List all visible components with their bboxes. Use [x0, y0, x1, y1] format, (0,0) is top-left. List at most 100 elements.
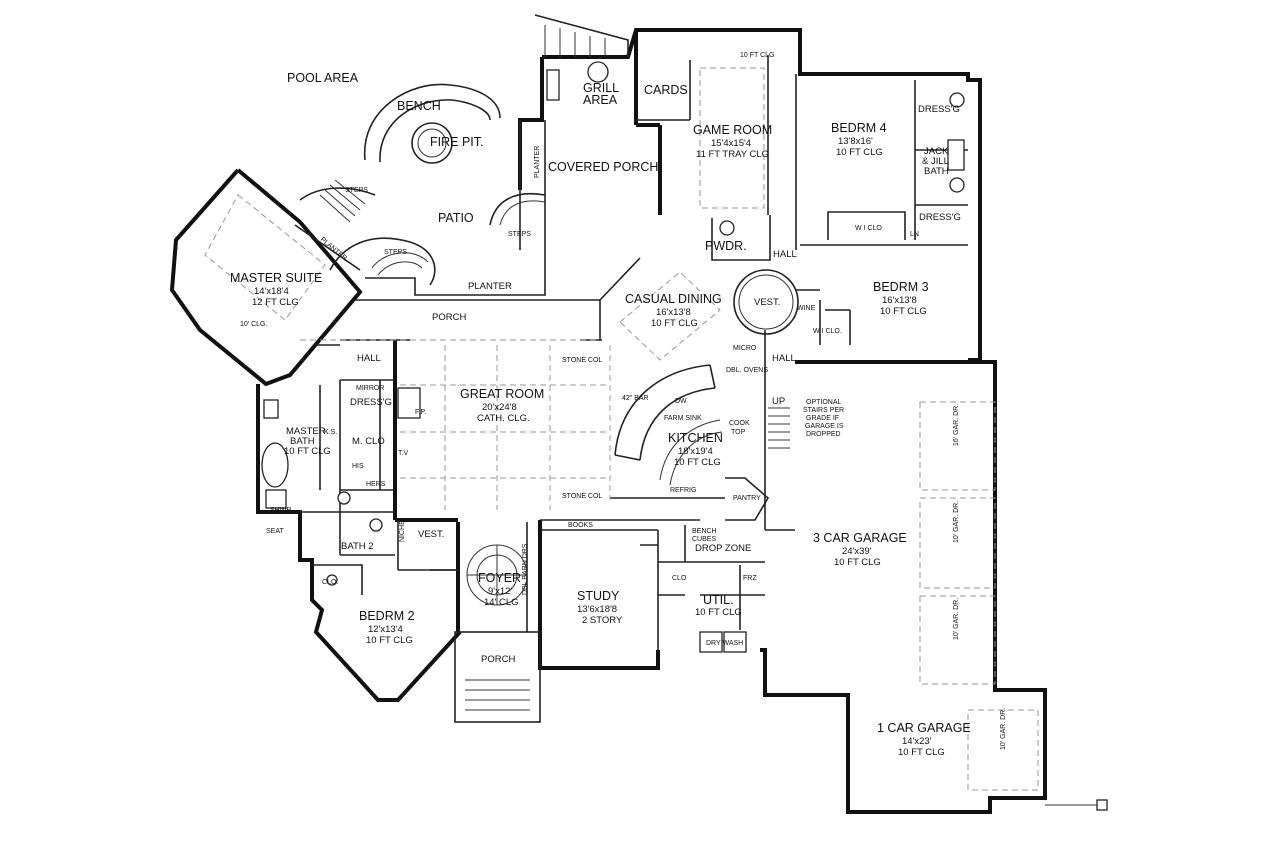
label-master-suite-dim: 14'x18'4 — [254, 286, 289, 297]
interior-walls — [300, 55, 968, 650]
patio-area — [294, 14, 629, 340]
label-books: BOOKS — [568, 522, 593, 529]
label-casual-dining-dim: 16'x13'8 — [656, 307, 691, 318]
label-optional-stairs-3: GRADE IF — [806, 415, 839, 422]
label-refrig: REFRIG — [670, 487, 696, 494]
label-bedrm3-dim: 16'x13'8 — [882, 295, 917, 306]
label-pantry: PANTRY — [733, 495, 761, 502]
label-kitchen: KITCHEN — [668, 431, 723, 445]
label-bedrm2: BEDRM 2 — [359, 609, 415, 623]
label-master-suite: MASTER SUITE — [230, 271, 322, 285]
label-bedrm2-clg: 10 FT CLG — [366, 635, 413, 646]
label-jill: & JILL — [922, 156, 949, 167]
label-bench-cubes-1: BENCH — [692, 528, 717, 535]
label-great-room-dim: 20'x24'8 — [482, 402, 517, 413]
label-garage3-clg: 10 FT CLG — [834, 557, 881, 568]
label-game-room: GAME ROOM — [693, 123, 772, 137]
label-gar-dr-1: 16' GAR. DR. — [953, 404, 960, 446]
label-optional-stairs-1: OPTIONAL — [806, 399, 842, 406]
label-cards: CARDS — [644, 83, 688, 97]
label-wi-clo-mid: W I CLO. — [813, 328, 842, 335]
label-optional-stairs-4: GARAGE IS — [805, 423, 844, 430]
label-up: UP — [772, 396, 785, 407]
label-master-suite-clg: 12 FT CLG — [252, 297, 299, 308]
label-stone-col-1: STONE COL — [562, 357, 602, 364]
label-game-room-clg: 11 FT TRAY CLG — [696, 149, 769, 160]
label-garage3: 3 CAR GARAGE — [813, 531, 907, 545]
label-mirror: MIRROR — [356, 385, 384, 392]
fixtures — [261, 92, 1108, 811]
label-jack: JACK — [924, 146, 949, 157]
label-tv: T.V — [398, 450, 408, 457]
label-porch-rear: PORCH — [432, 312, 466, 323]
label-bar-top: 42" BAR — [622, 395, 649, 402]
label-vest-center: VEST. — [754, 297, 780, 308]
ceiling-beams — [204, 67, 1039, 791]
label-hers: HERS — [366, 481, 386, 488]
label-porch-front: PORCH — [481, 654, 515, 665]
exterior-walls — [169, 28, 1047, 814]
label-garage1-clg: 10 FT CLG — [898, 747, 945, 758]
label-m-clo: M. CLO — [352, 436, 385, 447]
label-pwdr: PWDR. — [705, 239, 747, 253]
label-master-bath-2: BATH — [290, 436, 315, 447]
label-wine: WINE — [797, 305, 816, 312]
label-planter-vertical: PLANTER — [534, 146, 541, 178]
label-grill: GRILL — [583, 81, 619, 95]
label-hall-left: HALL — [357, 353, 381, 364]
label-bedrm4-clg: 10 FT CLG — [836, 147, 883, 158]
label-optional-stairs-2: STAIRS PER — [803, 407, 844, 414]
label-bath2: BATH 2 — [341, 541, 374, 552]
label-util-clg: 10 FT CLG — [695, 607, 742, 618]
label-pool-area: POOL AREA — [287, 71, 359, 85]
label-kitchen-dim: 18'x19'4 — [678, 446, 713, 457]
label-gar-dr-2: 10' GAR. DR. — [953, 501, 960, 543]
label-master-clg-small: 10' CLG. — [240, 321, 267, 328]
label-jack-jill-bath: BATH — [924, 166, 949, 177]
label-covered-porch: COVERED PORCH — [548, 160, 658, 174]
label-game-room-top-clg: 10 FT CLG — [740, 52, 775, 59]
label-clo-left: CLO. — [322, 579, 338, 586]
label-steps-3: STEPS — [508, 231, 531, 238]
label-patio: PATIO — [438, 211, 474, 225]
label-bedrm3: BEDRM 3 — [873, 280, 929, 294]
label-dbl-ovens: DBL. OVENS — [726, 367, 768, 374]
label-micro: MICRO — [733, 345, 757, 352]
label-vest-left: VEST. — [418, 529, 444, 540]
label-util: UTIL. — [703, 593, 734, 607]
label-garage3-dim: 24'x39' — [842, 546, 872, 557]
label-great-room-clg: CATH. CLG. — [477, 413, 530, 424]
label-bench: BENCH — [397, 99, 441, 113]
label-hall-top: HALL — [773, 249, 797, 260]
label-gar-dr-3: 10' GAR. DR. — [953, 598, 960, 640]
label-bedrm3-clg: 10 FT CLG — [880, 306, 927, 317]
label-shwr: SHWR — [270, 507, 291, 514]
label-bench-cubes-2: CUBES — [692, 536, 716, 543]
label-bedrm2-dim: 12'x13'4 — [368, 624, 403, 635]
label-planter-bottom: PLANTER — [468, 281, 512, 292]
label-dry-wash: DRY WASH — [706, 640, 743, 647]
label-ks: K.S. — [324, 429, 337, 436]
label-great-room: GREAT ROOM — [460, 387, 544, 401]
label-casual-dining: CASUAL DINING — [625, 292, 722, 306]
label-study-dim: 13'6x18'8 — [577, 604, 617, 615]
label-stone-col-2: STONE COL — [562, 493, 602, 500]
label-master-bath-clg: 10 FT CLG — [284, 446, 331, 457]
label-optional-stairs-5: DROPPED — [806, 431, 841, 438]
label-casual-dining-clg: 10 FT CLG — [651, 318, 698, 329]
label-foyer-clg: 14' CLG — [484, 597, 519, 608]
label-bedrm4: BEDRM 4 — [831, 121, 887, 135]
label-game-room-dim: 15'4x15'4 — [711, 138, 751, 149]
label-area: AREA — [583, 93, 618, 107]
label-wi-clo-top: W I CLO — [855, 225, 882, 232]
label-dressg-top: DRESS'G — [918, 104, 960, 115]
label-gar-dr-4: 10' GAR. DR. — [1000, 708, 1007, 750]
label-fire-pit: FIRE PIT. — [430, 135, 483, 149]
label-fp: F.P. — [415, 409, 426, 416]
label-study-clg: 2 STORY — [582, 615, 623, 626]
label-foyer: FOYER — [478, 571, 521, 585]
label-ln: LN — [910, 231, 919, 238]
label-niche: NICHE — [399, 520, 406, 542]
label-garage1: 1 CAR GARAGE — [877, 721, 971, 735]
